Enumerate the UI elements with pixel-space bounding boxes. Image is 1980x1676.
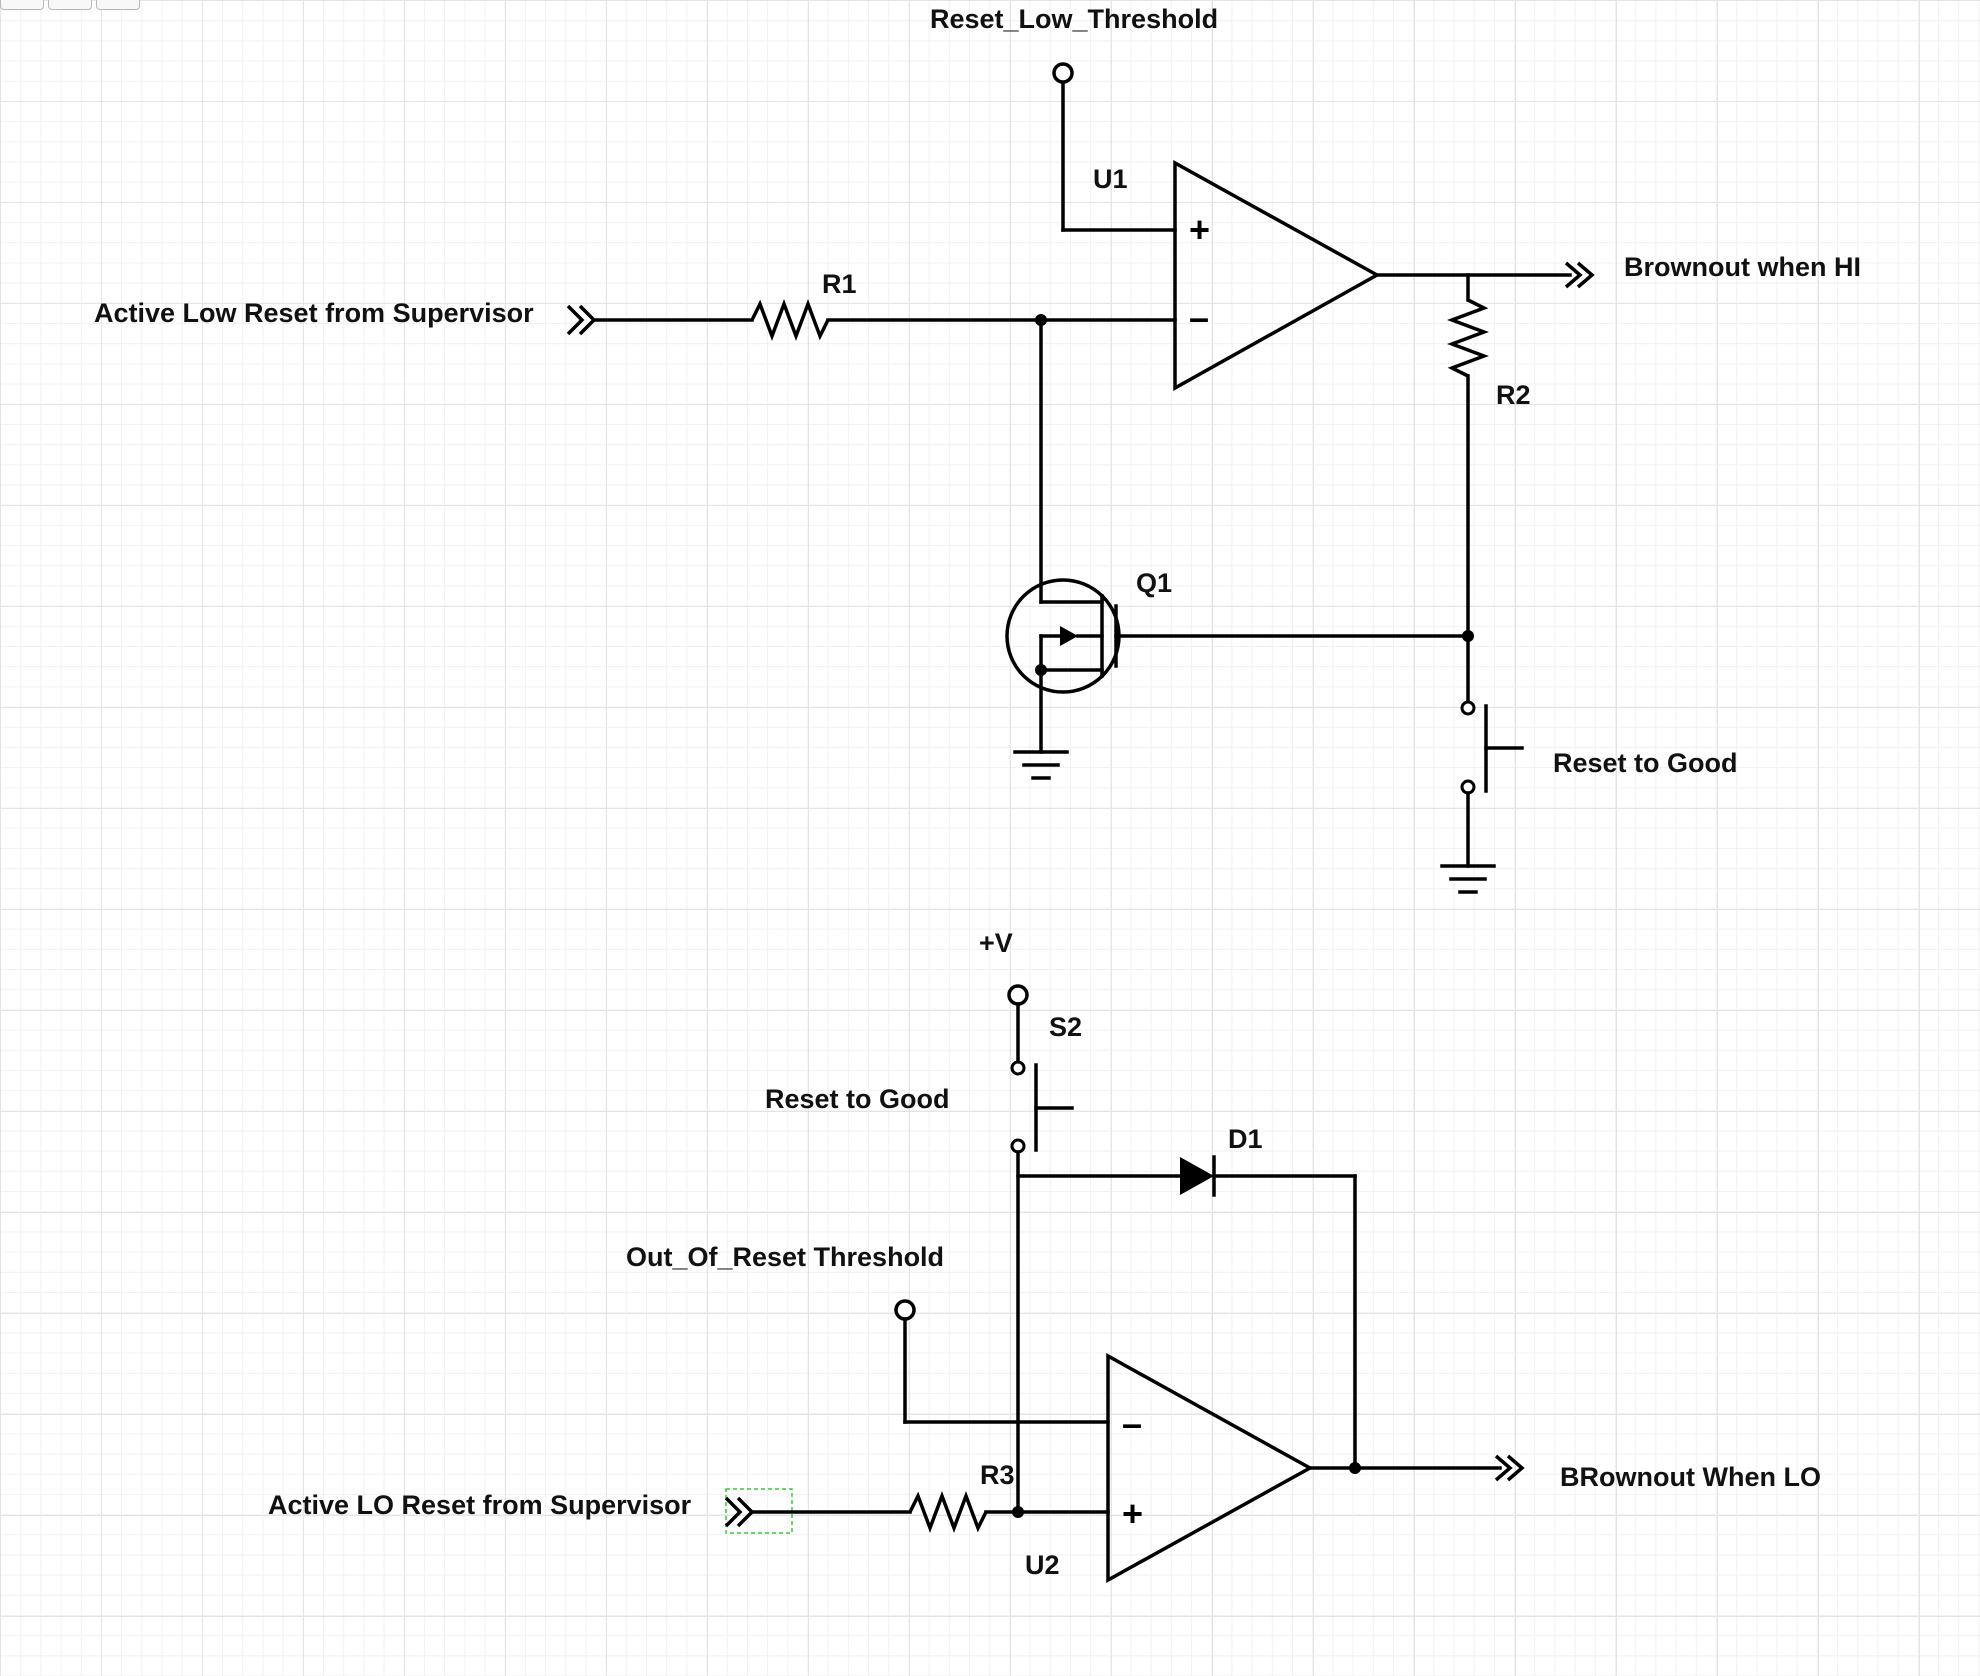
r3-label: R3 [980, 1460, 1015, 1490]
active-low-reset-input-label: Active Low Reset from Supervisor [94, 298, 534, 328]
zoom-toolbar [0, 0, 140, 10]
output-wire-brownout-hi[interactable] [1375, 261, 1595, 289]
reset-to-good-label-top: Reset to Good [1553, 748, 1738, 778]
brownout-hi-output-label: Brownout when HI [1624, 252, 1861, 282]
u2-plus-sign: + [1122, 1493, 1143, 1534]
bottom-circuit: +V S2 Reset to Good D1 Out_Of_Reset Thre… [268, 928, 1821, 1583]
active-lo-reset-input-label: Active LO Reset from Supervisor [268, 1490, 692, 1520]
ground-symbol-reset [1440, 864, 1496, 894]
u1-minus-sign: – [1189, 297, 1209, 338]
diode-d1[interactable] [1016, 1155, 1357, 1470]
ground-symbol-q1 [1013, 750, 1069, 780]
s2-label: S2 [1049, 1012, 1082, 1042]
resistor-r1[interactable] [592, 299, 1177, 341]
reset-low-threshold-label: Reset_Low_Threshold [930, 4, 1218, 34]
plus-v-label: +V [979, 928, 1013, 958]
reset-to-good-label-bottom: Reset to Good [765, 1084, 950, 1114]
zoom-out-icon[interactable] [48, 0, 92, 10]
junction-dot [1012, 1506, 1024, 1518]
transistor-q1[interactable] [1005, 318, 1470, 754]
output-wire-brownout-lo[interactable] [1308, 1454, 1525, 1482]
u2-minus-sign: – [1122, 1403, 1142, 1444]
u2-label: U2 [1025, 1550, 1060, 1580]
out-of-reset-threshold-label: Out_Of_Reset Threshold [626, 1242, 944, 1272]
resistor-r2[interactable] [1447, 273, 1489, 638]
opamp-u1[interactable]: + – [1173, 160, 1381, 391]
brownout-lo-output-label: BRownout When LO [1560, 1462, 1821, 1492]
active-low-reset-input-connector[interactable] [566, 304, 597, 336]
out-of-reset-threshold-terminal[interactable] [894, 1299, 1110, 1424]
reset-low-threshold-terminal[interactable] [1052, 62, 1177, 232]
zoom-in-icon[interactable] [0, 0, 44, 10]
resistor-r3[interactable] [750, 1491, 1110, 1533]
active-lo-reset-input-connector[interactable] [724, 1496, 755, 1528]
q1-label: Q1 [1136, 568, 1172, 598]
u1-plus-sign: + [1189, 209, 1210, 250]
reset-to-good-pushbutton-top[interactable] [1460, 634, 1524, 868]
top-circuit: Reset_Low_Threshold + – U1 Active Low Re… [94, 4, 1861, 894]
zoom-reset-icon[interactable] [96, 0, 140, 10]
junction-dot [1349, 1462, 1361, 1474]
switch-s2[interactable] [1010, 1060, 1074, 1514]
opamp-u2[interactable]: – + [1106, 1353, 1314, 1583]
plus-v-supply-terminal[interactable] [1007, 984, 1029, 1064]
r2-label: R2 [1496, 380, 1531, 410]
u1-label: U1 [1093, 164, 1128, 194]
d1-label: D1 [1228, 1124, 1263, 1154]
r1-label: R1 [822, 269, 857, 299]
